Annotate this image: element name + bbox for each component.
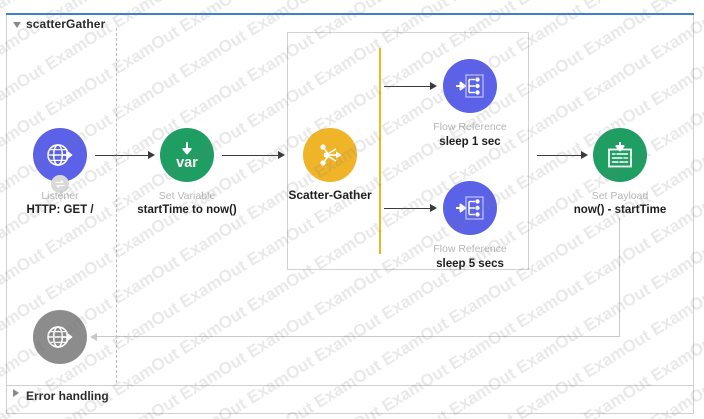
globe-arrow-icon[interactable] <box>33 128 87 182</box>
flow-title: scatterGather <box>26 17 106 31</box>
connector-arrowhead <box>278 151 285 159</box>
connector-split-to-flowref-2 <box>384 208 432 209</box>
flow-top-accent-bar <box>6 13 694 15</box>
node-scatter-gather-name-label: Scatter-Gather <box>288 188 372 202</box>
node-set-payload-name-label: now() - startTime <box>573 204 667 216</box>
node-listener-type-label: Listener <box>41 190 79 202</box>
scatter-gather-container[interactable] <box>287 32 529 270</box>
connector-split-to-flowref-1 <box>384 86 432 87</box>
node-flow-reference-2-name-label: sleep 5 secs <box>436 258 504 270</box>
node-flow-reference-2-type-label: Flow Reference <box>433 243 507 255</box>
triangle-down-icon[interactable] <box>13 22 21 28</box>
node-listener-name-label: HTTP: GET / <box>26 204 94 216</box>
source-column-divider <box>116 28 117 383</box>
node-set-variable-name-label: startTime to now() <box>137 204 237 216</box>
return-path-horizontal <box>95 336 620 337</box>
node-set-payload-type-label: Set Payload <box>591 190 649 202</box>
connector-listener-to-setvariable <box>95 155 150 156</box>
connector-arrowhead <box>430 82 437 90</box>
connector-setvariable-to-scattergather <box>222 155 280 156</box>
return-path-arrowhead <box>90 333 97 341</box>
set-payload-icon[interactable] <box>593 128 647 182</box>
var-down-arrow-icon[interactable]: var <box>160 128 214 182</box>
globe-arrow-icon[interactable] <box>33 310 87 364</box>
triangle-right-icon[interactable] <box>13 389 19 397</box>
svg-text:var: var <box>176 155 198 171</box>
error-handling-label: Error handling <box>26 389 109 403</box>
connector-arrowhead <box>581 151 588 159</box>
scatter-gather-icon[interactable] <box>303 128 357 182</box>
return-path-vertical <box>619 218 620 337</box>
node-flow-reference-1-type-label: Flow Reference <box>433 121 507 133</box>
flow-reference-icon[interactable] <box>443 59 497 113</box>
flow-reference-icon[interactable] <box>443 181 497 235</box>
error-handling-section[interactable] <box>6 385 694 414</box>
connector-arrowhead <box>430 204 437 212</box>
scatter-gather-split-line <box>379 48 381 254</box>
connector-arrowhead <box>148 151 155 159</box>
node-set-variable-type-label: Set Variable <box>158 190 216 202</box>
connector-scattergather-to-setpayload <box>537 155 583 156</box>
listener-sync-badge-icon <box>51 175 69 193</box>
node-flow-reference-1-name-label: sleep 1 sec <box>439 136 501 148</box>
